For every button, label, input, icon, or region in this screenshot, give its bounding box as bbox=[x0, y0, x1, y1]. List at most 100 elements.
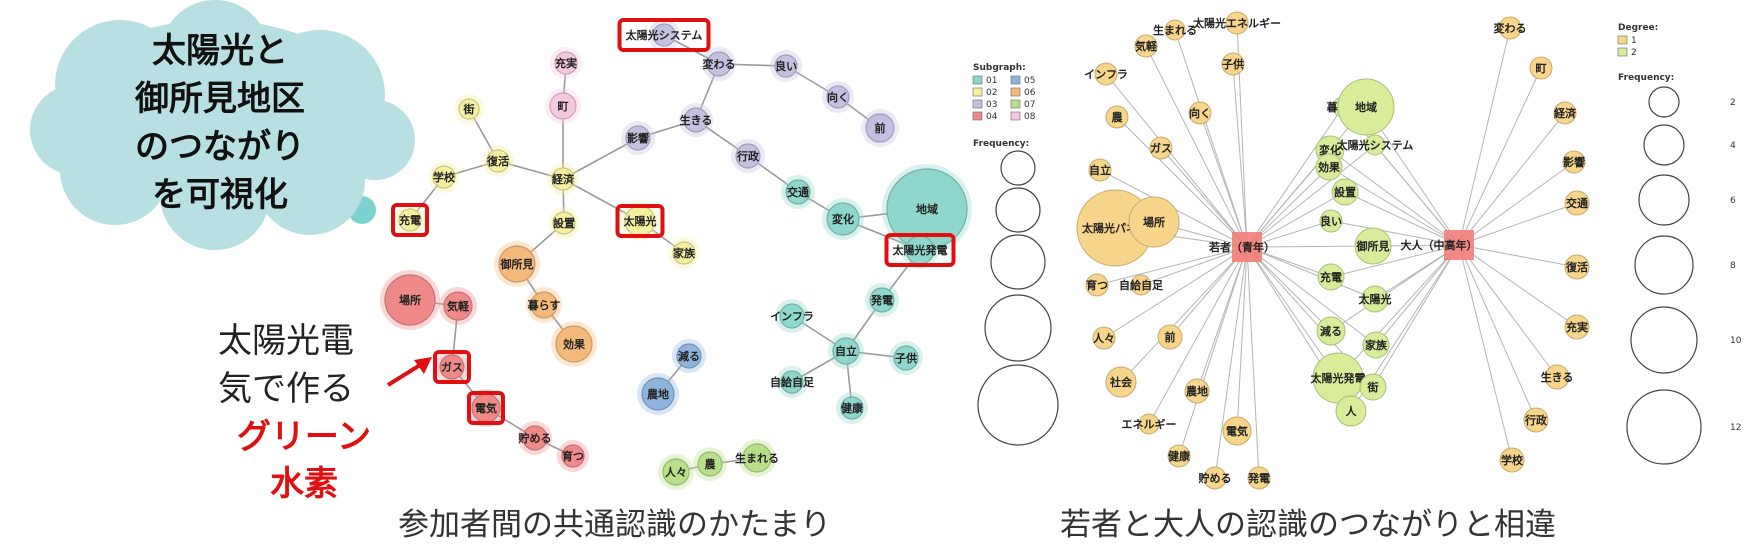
right-graph-edge bbox=[1458, 244, 1537, 421]
right-node-label: 変化 bbox=[1319, 143, 1341, 157]
left-node-infura: インフラ bbox=[770, 299, 814, 333]
right-node-s-yoi: 良い bbox=[1319, 209, 1343, 233]
caption-left: 参加者間の共通認識のかたまり bbox=[398, 507, 831, 543]
hub-wakamono: 若者（青年） bbox=[1209, 232, 1275, 262]
left-node-kurasu: 暮らす bbox=[526, 287, 562, 323]
right-node-y-kimochi: 気軽 bbox=[1134, 34, 1158, 58]
subgraph-legend-title: Subgraph: bbox=[973, 63, 1026, 73]
left-node-heru: 減る bbox=[672, 339, 706, 373]
right-graph-edge bbox=[1246, 246, 1376, 300]
right-node-label: ガス bbox=[1150, 141, 1172, 155]
right-graph-edge bbox=[1458, 202, 1578, 246]
left-node-label: 設置 bbox=[553, 216, 575, 230]
subgraph-swatch bbox=[1010, 99, 1021, 109]
right-node-a-eikyou: 影響 bbox=[1562, 150, 1586, 174]
right-node-label: 電気 bbox=[1226, 424, 1248, 438]
left-node-denki: 電気 bbox=[467, 389, 505, 427]
subgraph-swatch bbox=[972, 75, 983, 85]
left-node-label: 暮らす bbox=[527, 298, 561, 312]
right-node-y-mae: 前 bbox=[1157, 324, 1183, 350]
right-graph-edge bbox=[1120, 246, 1248, 383]
right-node-label: 家族 bbox=[1365, 338, 1388, 352]
left-node-label: 家族 bbox=[673, 246, 696, 260]
cloud-line-2: 御所見地区 bbox=[134, 79, 305, 119]
left-node-nouchi: 農地 bbox=[637, 373, 679, 415]
right-node-label: 農地 bbox=[1186, 384, 1208, 398]
right-node-a-fukkatsu: 復活 bbox=[1564, 254, 1590, 280]
cloud-line-3: のつながり bbox=[135, 127, 305, 167]
right-node-y-basho: 場所 bbox=[1128, 196, 1180, 248]
caption-right: 若者と大人の認識のつながりと相違 bbox=[1060, 507, 1556, 543]
frequency-circle bbox=[995, 187, 1041, 233]
left-node-juujitsu: 充実 bbox=[550, 47, 582, 79]
right-node-y-infura: インフラ bbox=[1084, 62, 1128, 86]
right-node-y-nouchi: 農地 bbox=[1184, 378, 1210, 404]
left-node-kenkou: 健康 bbox=[836, 392, 868, 424]
right-node-s-taiyoukou-hatsuden: 太陽光発電 bbox=[1310, 352, 1366, 404]
right-graph-edge bbox=[1103, 246, 1248, 339]
subgraph-label: 02 bbox=[986, 88, 997, 98]
left-node-jikyuujisoku: 自給自足 bbox=[770, 366, 815, 398]
right-graph-edge bbox=[1458, 244, 1558, 378]
right-graph-edge bbox=[1330, 220, 1460, 246]
right-node-label: 効果 bbox=[1318, 160, 1340, 174]
right-node-y-tameru: 貯める bbox=[1199, 466, 1232, 490]
left-node-label: 交通 bbox=[787, 185, 809, 199]
right-node-a-machi: 町 bbox=[1529, 56, 1553, 80]
left-graph: 太陽光システム変わる良い向く前生きる影響行政充実町街復活学校充電経済設置太陽光家… bbox=[348, 18, 972, 490]
highlight-box bbox=[391, 203, 429, 237]
left-node-label: 復活 bbox=[486, 154, 509, 168]
subgraph-label: 05 bbox=[1024, 76, 1035, 86]
highlight-box bbox=[615, 204, 665, 238]
right-node-label: 人々 bbox=[1093, 331, 1115, 345]
left-node-label: 充実 bbox=[555, 56, 577, 70]
left-node-label: 前 bbox=[875, 121, 886, 135]
degree-label: 1 bbox=[1631, 36, 1637, 46]
right-graph-edge bbox=[1096, 246, 1248, 286]
right-node-a-koutsuu: 交通 bbox=[1564, 190, 1590, 216]
right-node-label: 健康 bbox=[1168, 449, 1191, 463]
right-node-s-hito: 人 bbox=[1335, 395, 1367, 427]
right-node-s-taiyoukou-system: 太陽光システム bbox=[1336, 134, 1414, 156]
right-graph-edge bbox=[1330, 244, 1460, 278]
left-node-label: 発電 bbox=[870, 293, 893, 307]
right-frequency-legend-title: Frequency: bbox=[1618, 73, 1674, 83]
right-frequency-value: 12 bbox=[1730, 423, 1741, 433]
left-node-kouka: 効果 bbox=[551, 321, 597, 367]
right-graph-edge bbox=[1246, 245, 1374, 248]
right-graph-edge bbox=[1375, 244, 1460, 346]
right-graph-edge bbox=[1458, 161, 1575, 246]
right-node-label: 太陽光システム bbox=[1336, 138, 1414, 152]
right-frequency-value: 8 bbox=[1730, 261, 1736, 271]
right-frequency-circle bbox=[1630, 306, 1698, 374]
frequency-circle bbox=[977, 364, 1059, 446]
right-graph-edge bbox=[1330, 244, 1460, 332]
right-node-y-gasu: ガス bbox=[1149, 136, 1173, 160]
right-node-label: 学校 bbox=[1501, 453, 1524, 467]
right-frequency-value: 10 bbox=[1730, 336, 1742, 346]
left-node-mae: 前 bbox=[861, 109, 899, 147]
right-node-s-juuden: 充電 bbox=[1317, 263, 1345, 291]
right-node-label: エネルギー bbox=[1122, 417, 1177, 431]
left-node-basho: 場所 bbox=[380, 270, 440, 330]
right-frequency-circle bbox=[1648, 86, 1680, 118]
left-node-hatsuden: 発電 bbox=[865, 283, 899, 317]
left-node-gakkou: 学校 bbox=[428, 161, 460, 193]
subgraph-label: 08 bbox=[1024, 112, 1036, 122]
right-node-y-hitobito: 人々 bbox=[1092, 326, 1116, 350]
left-node-label: 地域 bbox=[916, 202, 938, 216]
degree-legend-title: Degree: bbox=[1618, 23, 1658, 33]
right-node-label: 自給自足 bbox=[1119, 278, 1164, 292]
left-node-label: 自立 bbox=[835, 344, 857, 358]
frequency-circle bbox=[984, 294, 1052, 362]
right-node-label: 復活 bbox=[1565, 260, 1588, 274]
right-node-label: 影響 bbox=[1563, 155, 1585, 169]
right-graph-edge bbox=[1214, 246, 1248, 479]
right-node-a-ikiru: 生きる bbox=[1541, 364, 1573, 390]
right-graph-edge bbox=[1458, 67, 1542, 246]
right-node-a-gyousei: 行政 bbox=[1523, 407, 1549, 433]
left-node-hitobito: 人々 bbox=[658, 454, 694, 490]
frequency-legend-circles bbox=[977, 150, 1059, 446]
left-node-keizai: 経済 bbox=[547, 163, 579, 195]
